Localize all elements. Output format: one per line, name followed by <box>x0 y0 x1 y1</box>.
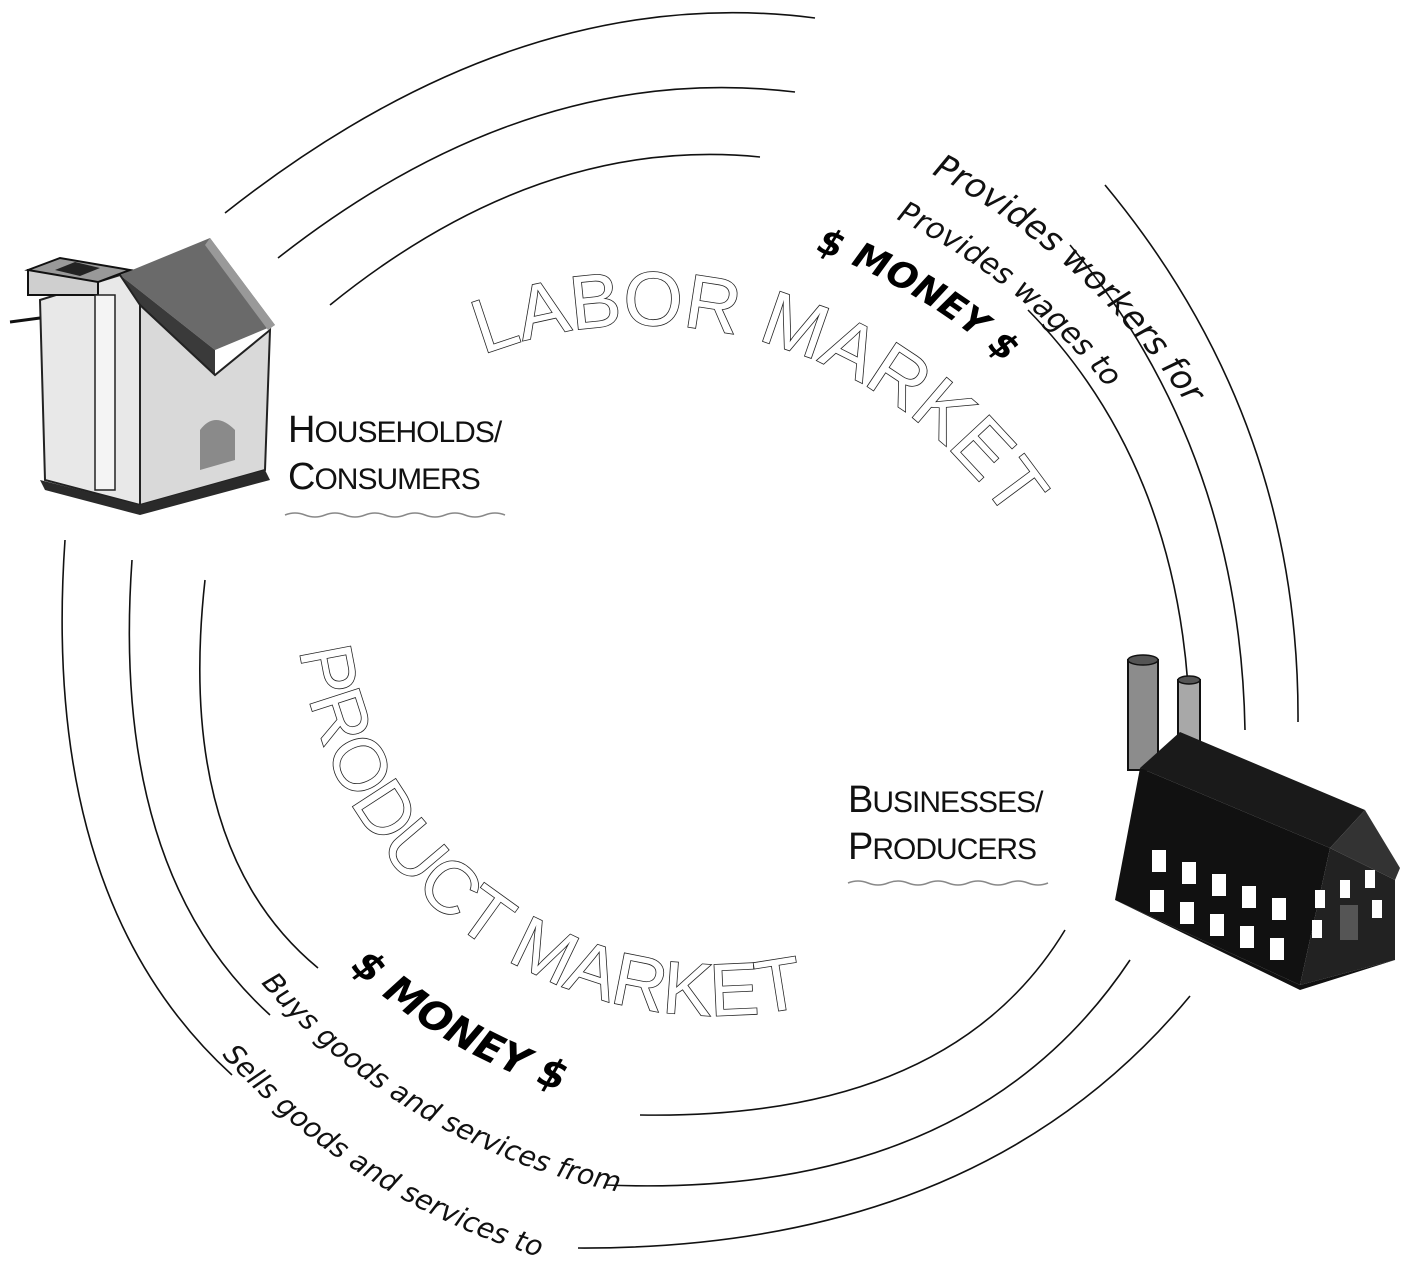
households-label: HOUSEHOLDS/ CONSUMERS <box>288 409 502 498</box>
product-outer-ring-bottom <box>577 995 1191 1249</box>
labor-outer-ring-right <box>1104 184 1299 723</box>
labor-outer-ring <box>224 11 816 214</box>
product-middle-ring-bottom <box>604 959 1131 1187</box>
product-middle-ring-left <box>128 559 271 1016</box>
households-underline <box>284 512 506 518</box>
labor-inner-ring-right <box>1027 309 1191 731</box>
product-inner-ring-bottom <box>639 929 1066 1116</box>
product-inner-ring-left <box>199 579 319 969</box>
labor-middle-ring-right <box>1069 244 1246 731</box>
labor-market-rings <box>224 11 1299 731</box>
labor-inner-ring <box>329 153 761 306</box>
factory-icon <box>1115 654 1400 990</box>
product-outer-ring-left <box>61 539 233 1076</box>
labor-outer-label: Provides workers for <box>927 146 1214 411</box>
product-market-rings <box>61 539 1191 1249</box>
labor-middle-ring <box>277 86 796 259</box>
house-icon <box>9 238 275 515</box>
businesses-label: BUSINESSES/ PRODUCERS <box>848 779 1043 868</box>
businesses-underline <box>847 880 1049 886</box>
